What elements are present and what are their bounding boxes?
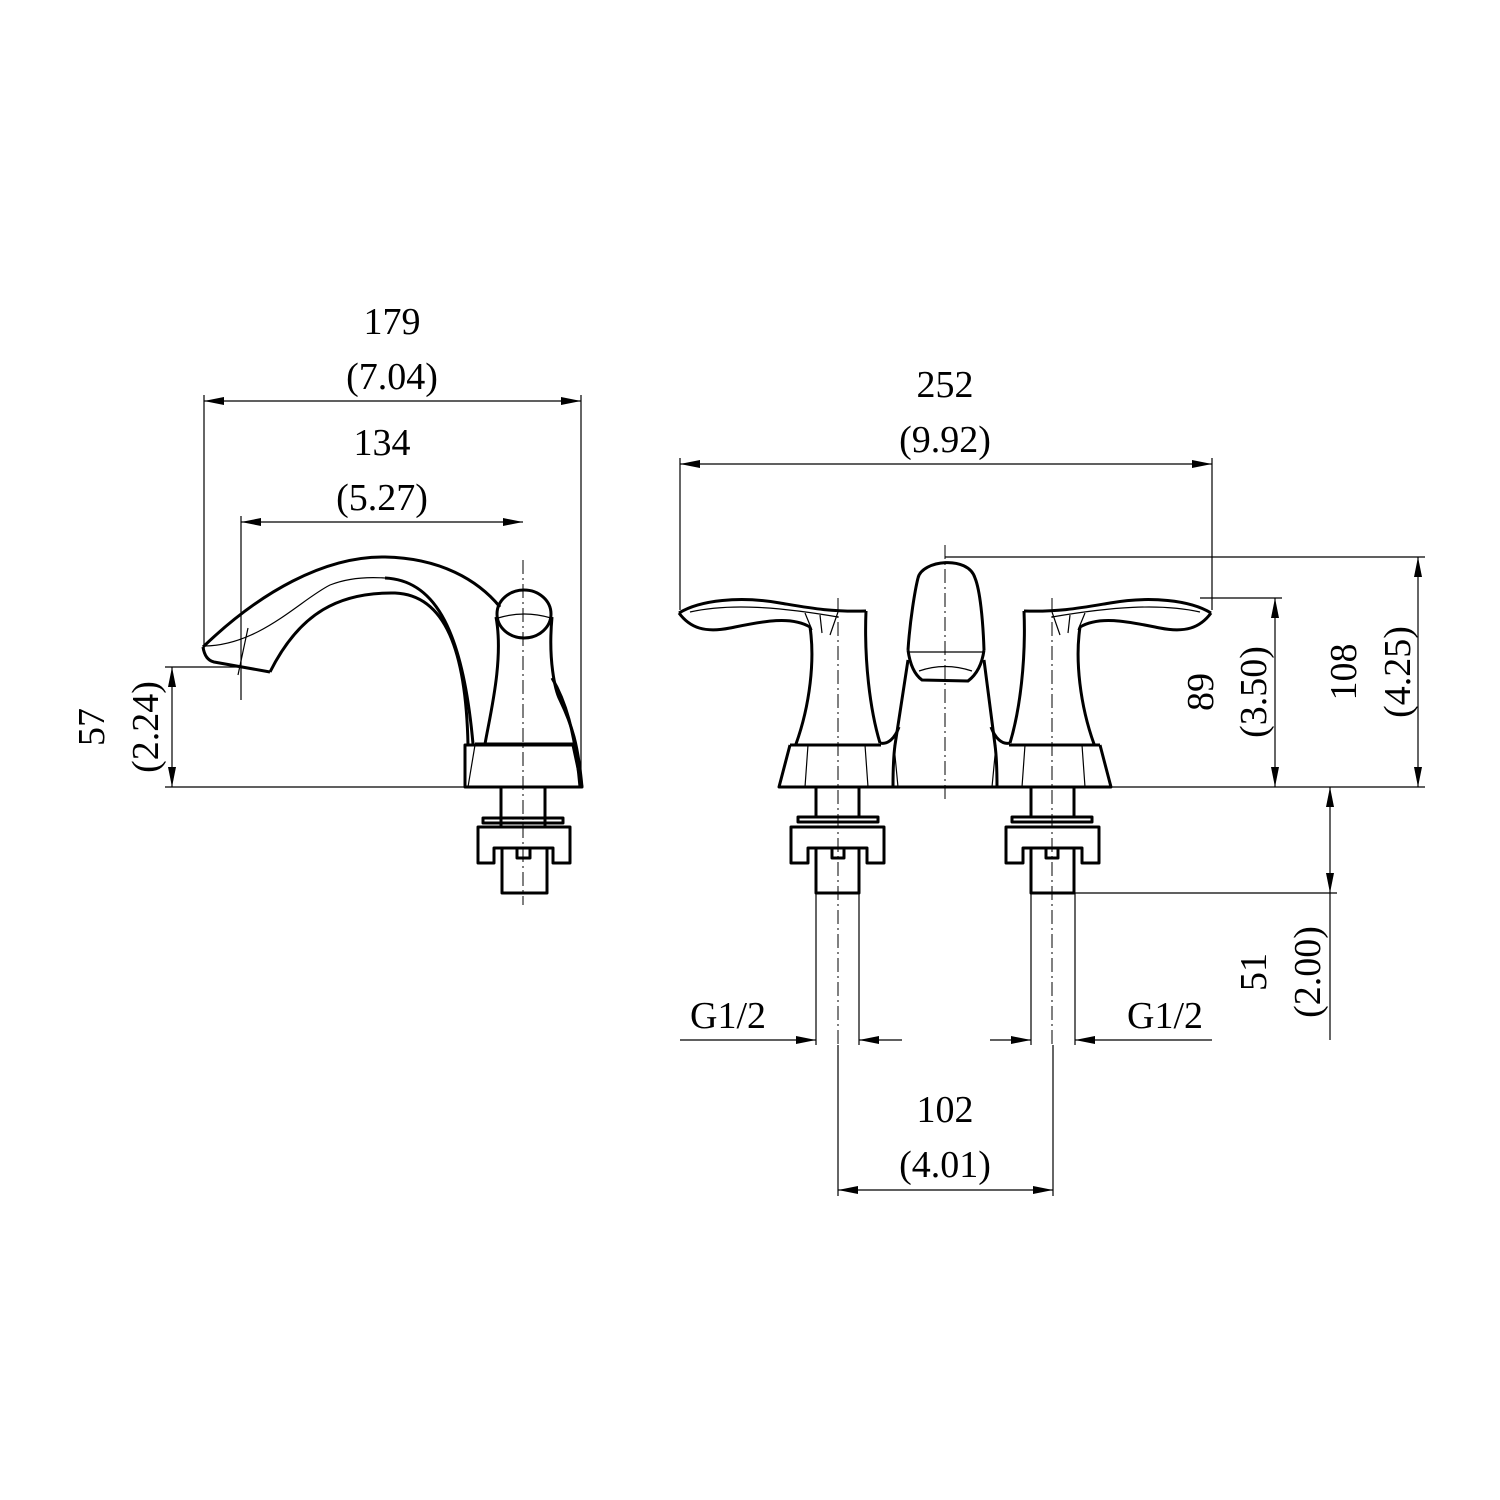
overall-width-mm: 252: [917, 364, 974, 406]
thread-left-label: G1/2: [690, 995, 766, 1037]
center-spacing-inch: (4.01): [899, 1144, 991, 1186]
thread-right-label: G1/2: [1127, 995, 1203, 1037]
spout-height-inch: (2.24): [125, 681, 167, 773]
front-dimensions: [679, 458, 1425, 1196]
spout-reach-mm: 134: [354, 422, 411, 464]
center-spacing-mm: 102: [917, 1089, 974, 1131]
overall-height-mm: 108: [1323, 644, 1365, 701]
overall-length-inch: (7.04): [346, 356, 438, 398]
front-view-faucet: [677, 545, 1213, 1047]
shank-length-mm: 51: [1233, 953, 1275, 991]
handle-height-mm: 89: [1180, 673, 1222, 711]
shank-length-inch: (2.00): [1287, 926, 1329, 1018]
side-dimensions: [165, 395, 582, 788]
side-view-faucet: [201, 555, 584, 905]
handle-height-inch: (3.50): [1233, 646, 1275, 738]
spout-height-mm: 57: [71, 708, 113, 746]
right-handle: [989, 596, 1213, 1047]
handle-cap: [495, 588, 553, 640]
overall-height-inch: (4.25): [1377, 626, 1419, 718]
spout-outline: [201, 555, 502, 649]
left-handle: [677, 598, 901, 1045]
front-spout: [906, 561, 986, 651]
overall-length-mm: 179: [364, 301, 421, 343]
overall-width-inch: (9.92): [899, 419, 991, 461]
spout-reach-inch: (5.27): [336, 477, 428, 519]
